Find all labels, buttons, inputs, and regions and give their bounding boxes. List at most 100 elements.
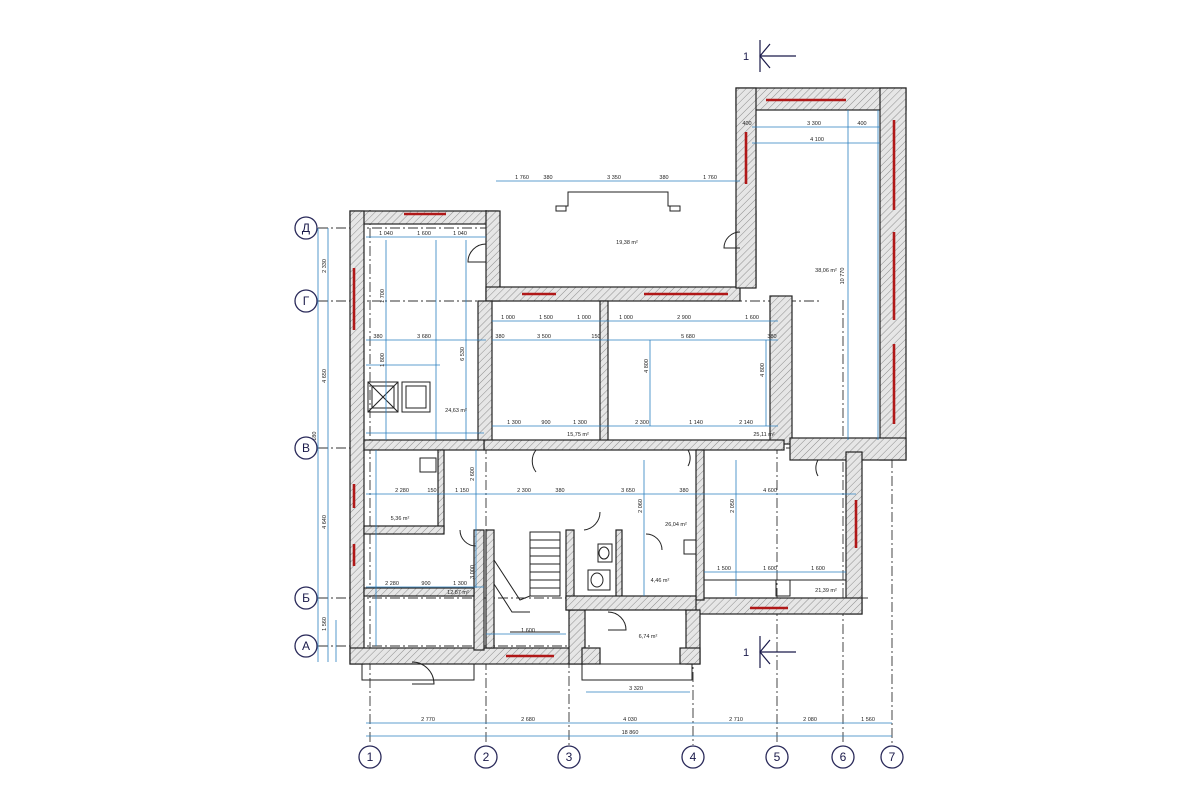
axis-label-1: 1 (367, 750, 374, 764)
dim-left-chain-1: 2 330 (322, 259, 328, 273)
dim-corr-c: 1 150 (455, 488, 469, 494)
dim-bottom-chain-5: 2 080 (803, 717, 817, 723)
dim-bottom-chain-4: 2 710 (729, 717, 743, 723)
axis-label-7: 7 (889, 750, 896, 764)
dim-top-1: 1 760 (515, 175, 529, 181)
area-bottom-left: 12,87 m² (447, 590, 469, 596)
dim-vl-b: 1 800 (380, 353, 386, 367)
area-big-room: 38,06 m² (815, 268, 837, 274)
dim-kitchen-b: 1 600 (763, 566, 777, 572)
axis-label-4: 4 (690, 750, 697, 764)
dim-row2-c: 150 (591, 334, 600, 340)
dim-big-2: 3 300 (807, 121, 821, 127)
dim-left1-a: 1 040 (379, 231, 393, 237)
axis-label-g: Г (303, 294, 310, 308)
dimension-lines (317, 110, 892, 737)
axis-label-a: А (302, 639, 310, 653)
area-bath: 4,46 m² (651, 578, 670, 584)
dim-mid-f: 2 140 (739, 420, 753, 426)
dim-big-3: 400 (857, 121, 866, 127)
dim-mid-d: 2 300 (635, 420, 649, 426)
section-label-top: 1 (743, 51, 749, 63)
dim-bottom-mid: 3 320 (629, 686, 643, 692)
dim-row2-d: 5 680 (681, 334, 695, 340)
area-room-mid-right: 25,11 m² (753, 432, 774, 438)
area-kitchen: 21,39 m² (815, 588, 837, 594)
dim-left-chain-4: 1 560 (322, 617, 328, 631)
staircase (493, 531, 561, 633)
dim-left1-b: 1 600 (417, 231, 431, 237)
dim-left2-b: 3 680 (417, 334, 431, 340)
area-corridor: 26,04 m² (665, 522, 687, 528)
dim-row2-b: 3 500 (537, 334, 551, 340)
dim-bottom-overall: 18 860 (622, 730, 639, 736)
dim-bl-c: 1 300 (453, 581, 467, 587)
dim-left-chain-3: 4 640 (322, 515, 328, 529)
exterior-walls (349, 87, 907, 665)
porches (361, 663, 693, 681)
dim-bl-b: 900 (421, 581, 430, 587)
dim-vr-c: 2 060 (638, 499, 644, 513)
area-vestibule: 6,74 m² (639, 634, 658, 640)
dim-big-1: 400 (742, 121, 751, 127)
dim-row2-a: 380 (495, 334, 504, 340)
windows (352, 98, 896, 658)
dim-bl-a: 2 280 (385, 581, 399, 587)
dim-left-chain-2: 4 650 (322, 369, 328, 383)
dim-big-height: 10 770 (840, 268, 846, 285)
area-left-room: 24,63 m² (445, 408, 467, 414)
dim-bottom-chain-2: 2 680 (521, 717, 535, 723)
dim-row1-d: 1 000 (619, 315, 633, 321)
dim-mid-c: 1 300 (573, 420, 587, 426)
axis-label-d: Д (302, 221, 310, 235)
dim-row1-c: 1 000 (577, 315, 591, 321)
dim-left-overall: 13 180 (312, 432, 318, 449)
axis-bubbles-numbers: 1 2 3 4 5 6 7 (358, 745, 904, 769)
dim-corr-b: 150 (427, 488, 436, 494)
dim-corr-d: 2 300 (517, 488, 531, 494)
dimension-text: 1 760 380 3 350 380 1 760 400 3 300 400 … (312, 121, 875, 736)
bay-projection (555, 191, 681, 212)
dim-corr-h: 4 600 (763, 488, 777, 494)
dim-bottom-chain-3: 4 030 (623, 717, 637, 723)
dim-corr-e: 380 (555, 488, 564, 494)
section-marker-top: 1 (743, 40, 796, 72)
dim-bottom-chain-6: 1 560 (861, 717, 875, 723)
dim-corr-a: 2 280 (395, 488, 409, 494)
dim-row1-a: 1 000 (501, 315, 515, 321)
axis-label-b: Б (302, 591, 310, 605)
fixtures (367, 381, 846, 597)
section-label-bottom: 1 (743, 647, 749, 659)
room-areas: 19,38 m² 38,06 m² 24,63 m² 15,75 m² 25,1… (391, 240, 837, 640)
axis-label-v: В (302, 441, 310, 455)
section-marker-bottom: 1 (743, 636, 796, 668)
axis-bubbles-letters: Д Г В Б А (294, 216, 318, 658)
dim-vl-e: 3 000 (470, 565, 476, 579)
dim-left1-c: 1 040 (453, 231, 467, 237)
dim-kitchen-a: 1 500 (717, 566, 731, 572)
dim-vr-b: 4 800 (760, 363, 766, 377)
dim-bottom-chain-1: 2 770 (421, 717, 435, 723)
dim-mid-a: 1 300 (507, 420, 521, 426)
dim-top-5: 1 760 (703, 175, 717, 181)
dim-corr-g: 380 (679, 488, 688, 494)
dim-corr-f: 3 650 (621, 488, 635, 494)
axis-label-3: 3 (566, 750, 573, 764)
dim-vl-a: 1 700 (380, 289, 386, 303)
doors (411, 231, 819, 685)
dim-vl-d: 2 600 (470, 467, 476, 481)
axis-label-6: 6 (840, 750, 847, 764)
dim-row2-e: 380 (767, 334, 776, 340)
area-room-mid-left: 15,75 m² (567, 432, 589, 438)
dim-big-width: 4 100 (810, 137, 824, 143)
dim-mid-b: 900 (541, 420, 550, 426)
dim-mid-e: 1 140 (689, 420, 703, 426)
axis-label-5: 5 (774, 750, 781, 764)
dim-vr-d: 2 050 (730, 499, 736, 513)
dim-top-3: 3 350 (607, 175, 621, 181)
dim-left2-a: 380 (373, 334, 382, 340)
dim-row1-b: 1 500 (539, 315, 553, 321)
interior-walls (363, 300, 785, 651)
dim-kitchen-c: 1 600 (811, 566, 825, 572)
